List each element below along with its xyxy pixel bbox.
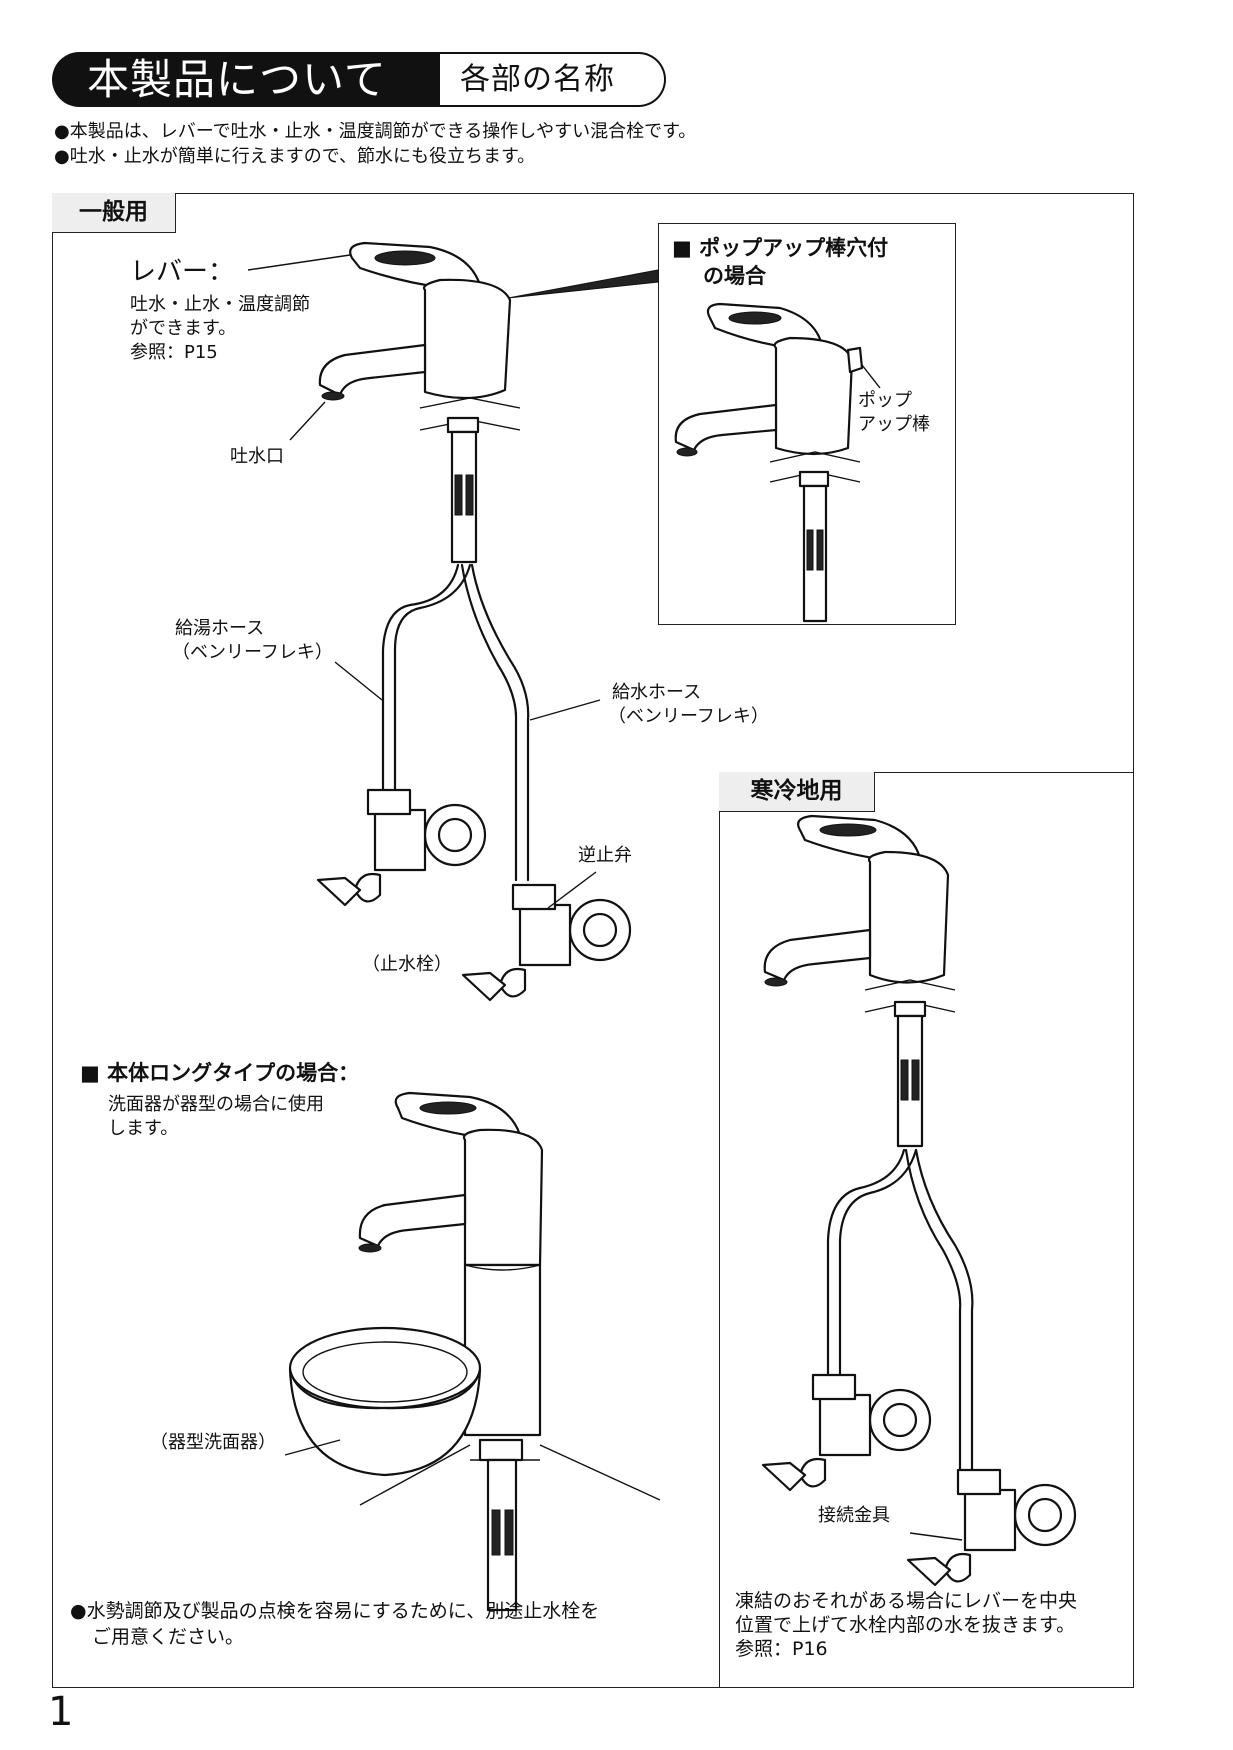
long-type-desc-1: 洗面器が器型の場合に使用 <box>108 1094 324 1115</box>
popup-faucet-illustration <box>674 302 881 623</box>
cold-region-faucet-illustration <box>761 814 1077 1587</box>
hot-hose-label: 給湯ホース <box>175 618 265 639</box>
page-title: 本製品について <box>52 52 440 107</box>
hot-hose-sub: （ベンリーフレキ） <box>172 642 333 663</box>
lever-label: レバー： <box>130 257 235 287</box>
check-valve-label: 逆止弁 <box>578 845 632 866</box>
popup-heading-2: の場合 <box>703 264 766 288</box>
stop-valve-label: （止水栓） <box>362 954 452 975</box>
long-type-desc-2: します。 <box>108 1118 179 1139</box>
long-type-faucet-illustration <box>284 1091 661 1612</box>
cold-note-ref: 参照：P16 <box>735 1638 828 1660</box>
cold-note-2: 位置で上げて水栓内部の水を抜きます。 <box>735 1614 1076 1636</box>
note-line-1: ●水勢調節及び製品の点検を容易にするために、別途止水栓を <box>70 1600 600 1622</box>
section-subtitle: 各部の名称 <box>440 52 666 107</box>
intro-line-1: ●本製品は、レバーで吐水・止水・温度調節ができる操作しやすい混合栓です。 <box>54 121 697 142</box>
fitting-label: 接続金具 <box>818 1505 890 1526</box>
intro-line-2: ●吐水・止水が簡単に行えますので、節水にも役立ちます。 <box>54 146 536 167</box>
popup-rod-label-1: ポップ <box>858 390 912 411</box>
popup-rod-label-2: アップ棒 <box>858 414 930 435</box>
long-type-heading: ■ 本体ロングタイプの場合： <box>80 1061 360 1085</box>
general-faucet-illustration <box>247 241 659 1002</box>
lever-desc-1: 吐水・止水・温度調節 <box>130 294 310 315</box>
cold-hose-sub: （ベンリーフレキ） <box>608 706 769 727</box>
lever-ref: 参照：P15 <box>130 342 218 363</box>
cold-region-tag: 寒冷地用 <box>719 772 875 812</box>
spout-label: 吐水口 <box>230 446 284 467</box>
popup-heading-1: ■ ポップアップ棒穴付 <box>672 236 889 260</box>
page-number: 1 <box>48 1689 74 1735</box>
note-line-2: ご用意ください。 <box>92 1626 245 1648</box>
general-tag: 一般用 <box>52 193 176 233</box>
cold-hose-label: 給水ホース <box>612 682 702 703</box>
lever-desc-2: ができます。 <box>130 318 237 339</box>
bowl-label: （器型洗面器） <box>150 1432 276 1453</box>
cold-note-1: 凍結のおそれがある場合にレバーを中央 <box>735 1590 1078 1612</box>
